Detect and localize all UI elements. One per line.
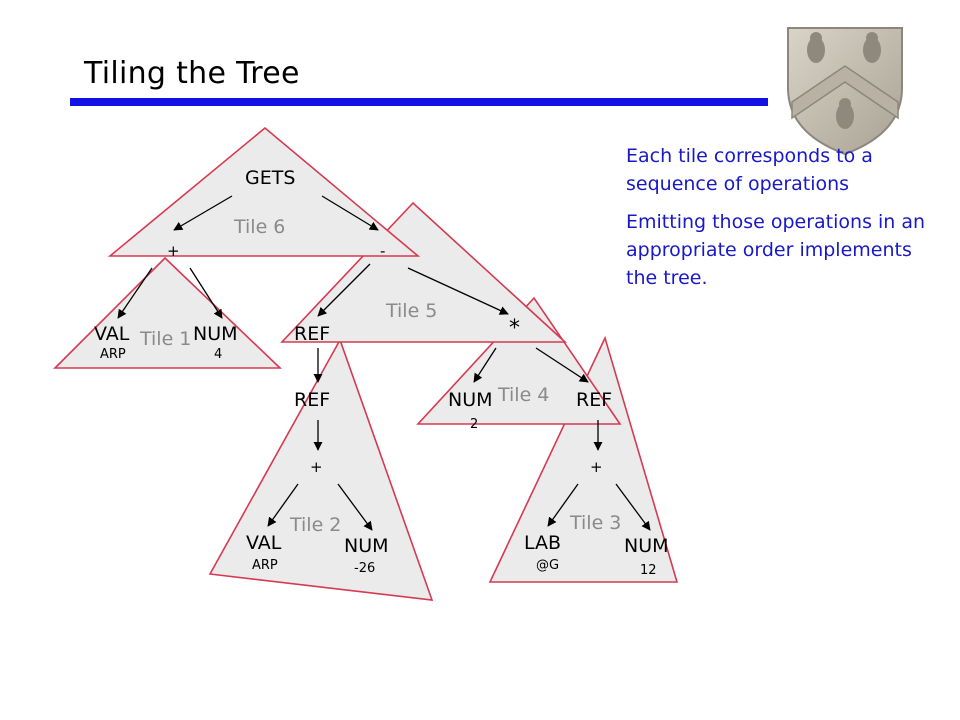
node-mult: * xyxy=(509,316,520,341)
edge-plus-val xyxy=(117,267,153,319)
tile-1-shape xyxy=(53,256,282,369)
node-num-mid: NUM xyxy=(344,535,389,557)
tile-3-label: Tile 3 xyxy=(569,512,621,534)
tile-1-label: Tile 1 xyxy=(139,328,191,350)
node-num-two-sub: 2 xyxy=(470,417,478,432)
tile-6-label: Tile 6 xyxy=(233,216,285,238)
slide-title: Tiling the Tree xyxy=(84,56,300,91)
node-num-two: NUM xyxy=(448,389,493,411)
node-num-top: NUM xyxy=(193,323,238,345)
tile-3-shape xyxy=(488,335,679,583)
edge-plusright-num xyxy=(615,483,651,531)
node-val-top: VAL xyxy=(94,323,130,345)
node-ref-b: REF xyxy=(294,389,330,411)
tree-edges xyxy=(117,195,651,531)
edge-plusright-lab xyxy=(547,483,579,527)
node-num-right: NUM xyxy=(624,535,669,557)
node-lab-sub: @G xyxy=(536,558,559,573)
tile-5-label: Tile 5 xyxy=(385,300,437,322)
node-plus-top: + xyxy=(167,242,180,260)
tile-2-shape xyxy=(208,338,434,601)
edge-plusmid-num xyxy=(337,483,373,531)
title-underline xyxy=(70,98,768,106)
node-num-top-sub: 4 xyxy=(214,347,222,362)
node-ref-a: REF xyxy=(294,323,330,345)
edge-plusmid-val xyxy=(267,483,299,527)
tile-4-shape xyxy=(416,296,622,425)
note-2: Emitting those operations in an appropri… xyxy=(626,211,926,289)
owl-crest-icon xyxy=(787,27,903,156)
edge-gets-minus xyxy=(321,195,379,231)
edge-minus-ref xyxy=(317,263,371,317)
edge-plus-num xyxy=(189,267,223,319)
edge-mult-num xyxy=(473,347,497,383)
node-val-mid-sub: ARP xyxy=(252,558,278,573)
node-minus: - xyxy=(380,242,385,260)
note-1: Each tile corresponds to a sequence of o… xyxy=(626,145,873,195)
edge-gets-plus xyxy=(173,195,233,231)
node-val-mid: VAL xyxy=(246,532,282,554)
node-plus-mid: + xyxy=(310,458,323,476)
node-ref-c: REF xyxy=(576,389,612,411)
edge-minus-mult xyxy=(407,267,509,315)
node-lab: LAB xyxy=(524,532,561,554)
node-gets: GETS xyxy=(245,167,295,189)
node-num-mid-sub: -26 xyxy=(354,561,375,576)
tile-6-shape xyxy=(107,126,421,257)
node-plus-right: + xyxy=(590,458,603,476)
edge-mult-ref xyxy=(535,347,589,383)
tile-2-label: Tile 2 xyxy=(289,514,341,536)
tile-4-label: Tile 4 xyxy=(497,384,549,406)
node-val-top-sub: ARP xyxy=(100,347,126,362)
slide-notes: Each tile corresponds to a sequence of o… xyxy=(626,142,946,302)
node-num-right-sub: 12 xyxy=(640,563,657,578)
